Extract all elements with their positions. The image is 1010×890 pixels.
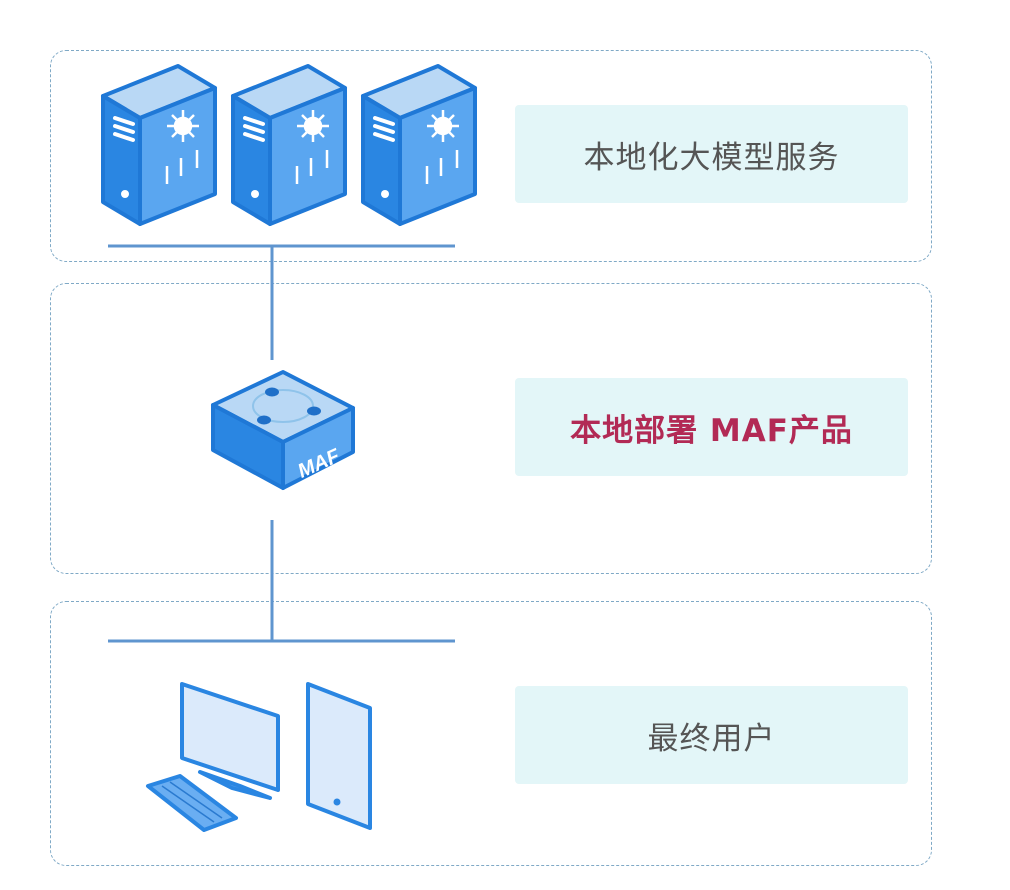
maf-device-icon: MAF <box>211 370 355 490</box>
server-icon <box>231 64 347 226</box>
server-icon <box>101 64 217 226</box>
server-icon <box>361 64 477 226</box>
label-model-service: 本地化大模型服务 <box>515 105 908 203</box>
layer-zone-model-service <box>50 50 932 262</box>
tablet-icon <box>306 682 372 830</box>
layer-zone-maf <box>50 283 932 574</box>
connector-lines <box>108 244 455 643</box>
label-end-user: 最终用户 <box>515 686 908 784</box>
layer-zone-end-user <box>50 601 932 866</box>
desktop-computer-icon <box>146 682 280 832</box>
label-maf-product: 本地部署 MAF产品 <box>515 378 908 476</box>
